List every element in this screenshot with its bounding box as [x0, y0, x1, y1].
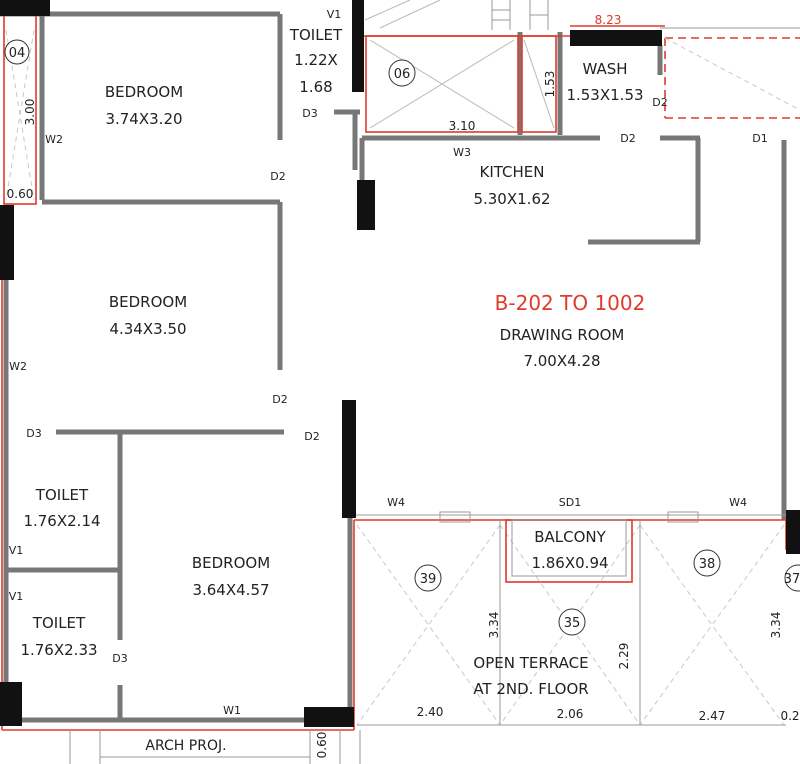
duct-outline: [660, 27, 800, 119]
bedroom-3-name: BEDROOM: [192, 554, 270, 572]
opening-w3: W3: [453, 146, 471, 159]
opening-d3-mid: D3: [26, 427, 41, 440]
opening-w2-b: W2: [9, 360, 27, 373]
wash-size: 1.53X1.53: [566, 86, 643, 104]
bedroom-1-size: 3.74X3.20: [105, 110, 182, 128]
dimension-labels: 3.00 0.60 1.53 3.10 3.34 2.29 3.34 2.40 …: [7, 71, 800, 759]
opening-d3-toilet: D3: [302, 107, 317, 120]
toilet-1-height: 1.68: [299, 78, 332, 96]
terrace-line-2: AT 2ND. FLOOR: [473, 680, 588, 698]
arch-projection: [69, 730, 361, 764]
kitchen-size: 5.30X1.62: [473, 190, 550, 208]
toilet-1-name: TOILET: [289, 26, 343, 44]
toilet-3-name: TOILET: [32, 614, 86, 632]
opening-v1-b: V1: [9, 590, 24, 603]
opening-sd1: SD1: [559, 496, 581, 509]
arch-label: ARCH PROJ.: [145, 738, 226, 754]
bedroom-1-name: BEDROOM: [105, 83, 183, 101]
dim-3-34-b: 3.34: [769, 612, 783, 639]
opening-w4-a: W4: [387, 496, 405, 509]
opening-v1-a: V1: [9, 544, 24, 557]
opening-d2-a: D2: [270, 170, 285, 183]
balcony-box: [505, 519, 633, 583]
opening-d1: D1: [752, 132, 767, 145]
opening-w4-b: W4: [729, 496, 747, 509]
wash-name: WASH: [582, 60, 627, 78]
dim-2-29: 2.29: [617, 643, 631, 670]
toilet-2-name: TOILET: [35, 486, 89, 504]
opening-d2-b: D2: [272, 393, 287, 406]
dim-1-53: 1.53: [543, 71, 557, 98]
dim-3-10: 3.10: [449, 119, 476, 133]
circle-markers: 04 06 39 35 38 37: [4, 39, 800, 636]
opening-w2-a: W2: [45, 133, 63, 146]
dim-0-2: 0.2: [780, 709, 799, 723]
drawing-room-size: 7.00X4.28: [523, 352, 600, 370]
marker-38: 38: [699, 557, 716, 572]
dim-3-34-a: 3.34: [487, 612, 501, 639]
balcony-size: 1.86X0.94: [531, 554, 608, 572]
marker-37: 37: [784, 572, 800, 587]
columns: [0, 0, 800, 727]
opening-v1-top: V1: [327, 8, 342, 21]
balcony-name: BALCONY: [534, 528, 606, 546]
marker-35: 35: [564, 616, 581, 631]
dim-2-47: 2.47: [699, 709, 726, 723]
dim-0-60-a: 0.60: [7, 187, 34, 201]
dim-3-00: 3.00: [23, 99, 37, 126]
opening-labels: V1 D3 W2 D2 W3 D2 D2 D1 W2 D2 D3 D2 V1 V…: [9, 8, 768, 717]
toilet-3-size: 1.76X2.33: [20, 641, 97, 659]
bedroom-3-size: 3.64X4.57: [192, 581, 269, 599]
toilet-1-width: 1.22X: [294, 51, 338, 69]
dim-2-40: 2.40: [417, 705, 444, 719]
toilet-2-size: 1.76X2.14: [23, 512, 100, 530]
wash-diagonal-hatch: [364, 0, 665, 30]
drawing-room-name: DRAWING ROOM: [500, 326, 625, 344]
opening-d2-k: D2: [620, 132, 635, 145]
bedroom-2-name: BEDROOM: [109, 293, 187, 311]
terrace-hatch: [356, 520, 786, 726]
opening-d2-c: D2: [304, 430, 319, 443]
kitchen-name: KITCHEN: [480, 163, 545, 181]
marker-39: 39: [420, 572, 437, 587]
window-markers: [439, 511, 699, 523]
plan-title: B-202 TO 1002: [495, 291, 646, 315]
opening-d2-wash: D2: [652, 96, 667, 109]
opening-w1: W1: [223, 704, 241, 717]
opening-d3-b: D3: [112, 652, 127, 665]
top-dimension: 8.23: [595, 13, 622, 27]
bedroom-2-size: 4.34X3.50: [109, 320, 186, 338]
marker-06: 06: [394, 67, 411, 82]
marker-04: 04: [9, 46, 26, 61]
dim-2-06: 2.06: [557, 707, 584, 721]
room-labels: BEDROOM 3.74X3.20 BEDROOM 4.34X3.50 BEDR…: [20, 26, 643, 754]
dim-0-60-b: 0.60: [315, 732, 329, 759]
terrace-line-1: OPEN TERRACE: [473, 654, 588, 672]
